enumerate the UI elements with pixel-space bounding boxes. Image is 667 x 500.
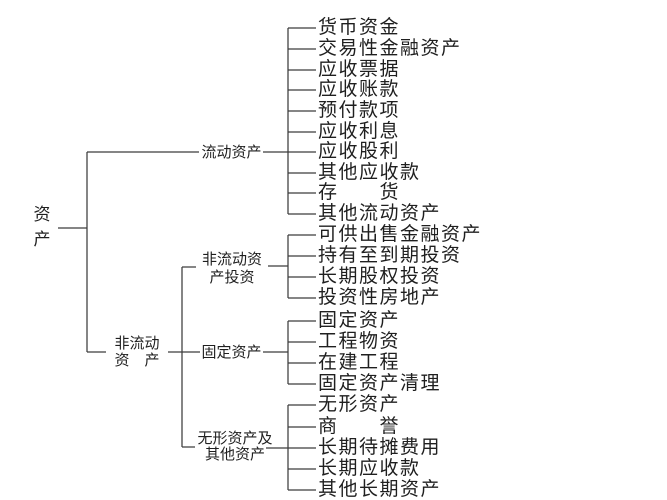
leaf-construction-materials: 工程物资	[318, 330, 401, 352]
leaf-fixed-assets: 固定资产	[318, 309, 401, 331]
node-non-current-investments: 非流动资 产投资	[201, 250, 262, 286]
leaf-long-term-deferred-expenses: 长期待摊费用	[318, 436, 442, 458]
leaf-available-for-sale-financial-assets: 可供出售金融资产	[318, 223, 483, 245]
leaf-long-term-equity-investments: 长期股权投资	[318, 265, 442, 287]
leaf-fixed-assets-disposal: 固定资产清理	[318, 372, 442, 394]
leaf-goodwill: 商 誉	[318, 415, 401, 437]
leaf-notes-receivable: 应收票据	[318, 58, 401, 80]
node-assets-line1: 资	[33, 205, 51, 225]
node-intangible-other-assets: 无形资产及 其他资产	[197, 429, 273, 463]
leaf-inventory: 存 货	[318, 181, 401, 203]
node-current-assets: 流动资产	[201, 143, 262, 161]
leaf-intangible-assets: 无形资产	[318, 393, 401, 415]
leaf-interest-receivable: 应收利息	[318, 120, 401, 142]
leaf-dividends-receivable: 应收股利	[318, 140, 401, 162]
leaf-long-term-receivables: 长期应收款	[318, 457, 421, 479]
leaf-held-to-maturity-investments: 持有至到期投资	[318, 244, 462, 266]
leaf-other-receivables: 其他应收款	[318, 161, 421, 183]
leaf-construction-in-progress: 在建工程	[318, 351, 401, 373]
leaf-investment-property: 投资性房地产	[318, 286, 442, 308]
leaf-other-long-term-assets: 其他长期资产	[318, 478, 442, 500]
node-assets: 资 产	[32, 203, 52, 253]
leaf-monetary-funds: 货币资金	[318, 16, 401, 38]
leaf-accounts-receivable: 应收账款	[318, 78, 401, 100]
leaf-other-current-assets: 其他流动资产	[318, 202, 442, 224]
node-assets-line2: 产	[33, 230, 51, 250]
leaf-trading-financial-assets: 交易性金融资产	[318, 37, 462, 59]
node-non-current-assets: 非流动 资 产	[114, 334, 160, 369]
leaf-prepayments: 预付款项	[318, 99, 401, 121]
node-fixed-assets-group: 固定资产	[201, 343, 262, 361]
